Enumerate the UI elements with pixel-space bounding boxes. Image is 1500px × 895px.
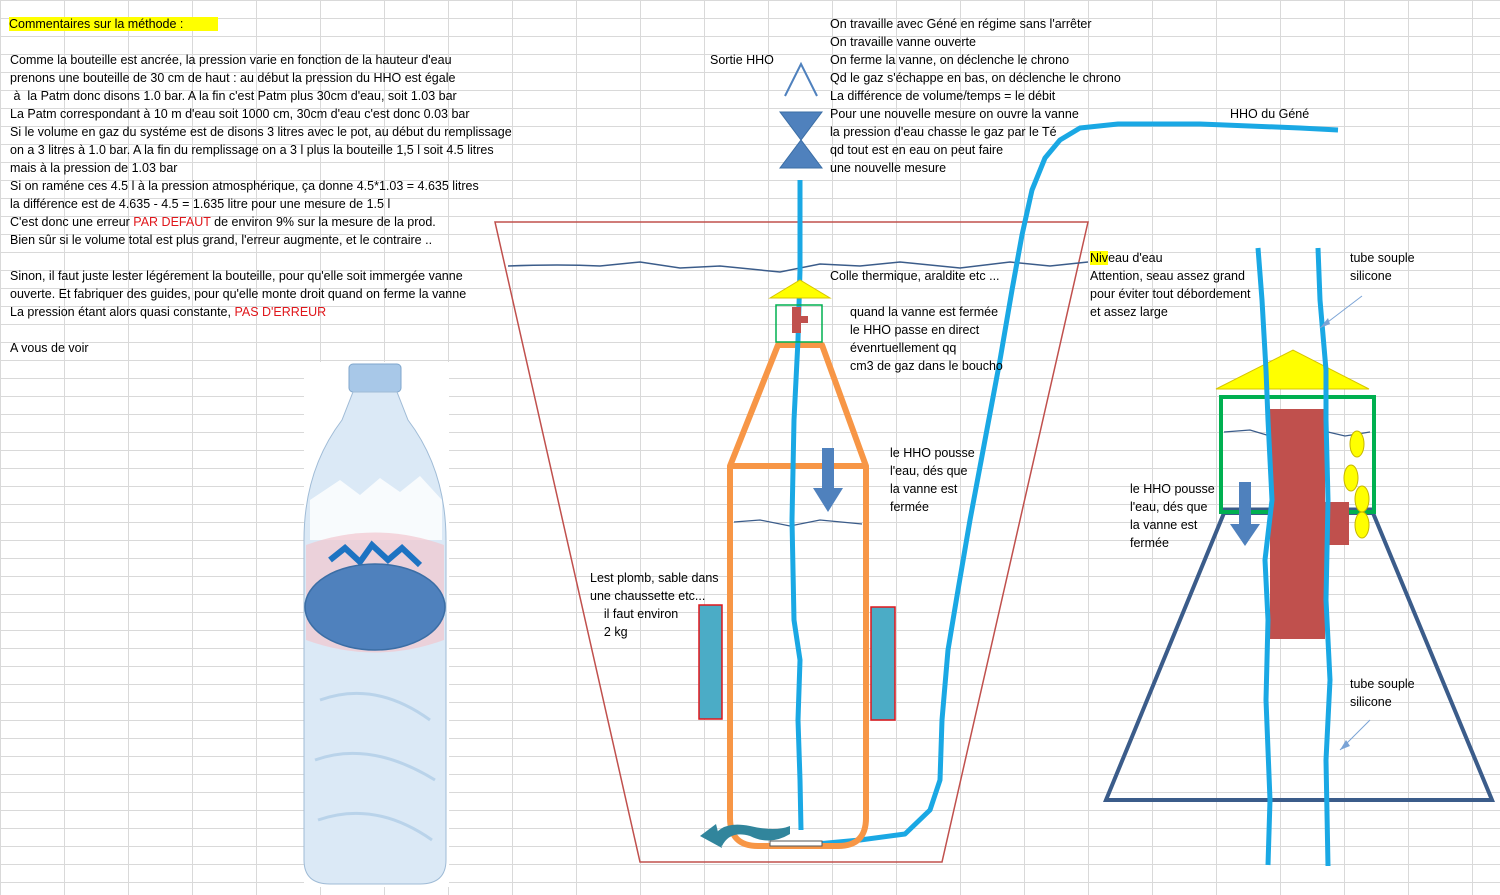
label-lest-3: il faut environ [590, 607, 679, 621]
procedure-line-8: qd tout est en eau on peut faire [830, 143, 1004, 157]
water-bottle-photo [303, 362, 449, 887]
right-tube-left [1255, 247, 1275, 866]
method-a-vous: A vous de voir [10, 341, 89, 355]
label-lest-4: 2 kg [590, 625, 628, 639]
bottle-water-line [733, 519, 863, 527]
method-pression-line: La pression étant alors quasi constante,… [10, 303, 326, 321]
niveau-rest: eau d'eau [1108, 251, 1163, 265]
bottle-label-ellipse [304, 563, 446, 651]
hho-outlet-tube [789, 180, 804, 831]
procedure-line-7: la pression d'eau chasse le gaz par le T… [830, 125, 1057, 139]
label-tube-top-2: silicone [1350, 269, 1392, 283]
label-hho-pousse-4: fermée [890, 500, 929, 514]
label-tube-bottom-2: silicone [1350, 695, 1392, 709]
method-line-8: Si on raméne ces 4.5 l à la pression atm… [10, 179, 479, 193]
procedure-line-5: La différence de volume/temps = le débit [830, 89, 1056, 103]
bottom-plate [769, 840, 823, 847]
cap-triangle [768, 279, 832, 299]
hho-inlet-tube [794, 121, 1339, 849]
tee-box [775, 304, 823, 343]
method-line-3: à la Patm donc disons 1.0 bar. A la fin … [10, 89, 457, 103]
method-line-4: La Patm correspondant à 10 m d'eau soit … [10, 107, 470, 121]
label-tube-top-1: tube souple [1350, 251, 1415, 265]
procedure-line-3: On ferme la vanne, on déclenche le chron… [830, 53, 1070, 67]
down-arrow-left [822, 448, 834, 488]
label-vanne-fermee-1: quand la vanne est fermée [850, 305, 999, 319]
right-tube-right [1315, 247, 1333, 867]
method-line-9: la différence est de 4.635 - 4.5 = 1.635… [10, 197, 391, 211]
procedure-line-1: On travaille avec Géné en régime sans l'… [830, 17, 1092, 31]
lest-weight-left [698, 604, 723, 720]
label-niveau-eau: Niveau d'eau [1090, 249, 1163, 267]
vent-chevron-icon [784, 61, 818, 97]
method-sinon-line-2: ouverte. Et fabriquer des guides, pour q… [10, 287, 467, 301]
error-highlight: PAR DEFAUT [133, 215, 211, 229]
method-line-6: on a 3 litres à 1.0 bar. A la fin du rem… [10, 143, 494, 157]
label-lest-2: une chaussette etc... [590, 589, 706, 603]
niveau-highlight: Niv [1090, 251, 1109, 265]
method-line-5: Si le volume en gaz du systéme est de di… [10, 125, 512, 139]
label-hho-pousse-2: l'eau, dés que [890, 464, 968, 478]
error-prefix: C'est donc une erreur [10, 215, 134, 229]
pression-prefix: La pression étant alors quasi constante, [10, 305, 235, 319]
label-hho-pousse-3: la vanne est [890, 482, 958, 496]
label-hho-pousse-right-3: la vanne est [1130, 518, 1198, 532]
procedure-line-2: On travaille vanne ouverte [830, 35, 976, 49]
method-bien-line: Bien sûr si le volume total est plus gra… [10, 233, 433, 247]
curved-arrow [712, 824, 790, 846]
label-attention-2: pour éviter tout débordement [1090, 287, 1251, 301]
label-hho-pousse-right-4: fermée [1130, 536, 1169, 550]
label-tube-bottom-1: tube souple [1350, 677, 1415, 691]
label-vanne-fermee-2: le HHO passe en direct [850, 323, 980, 337]
label-vanne-fermee-3: évenrtuellement qq [850, 341, 957, 355]
right-water-line [1223, 429, 1371, 437]
method-title: Commentaires sur la méthode : [9, 15, 219, 33]
right-cap-triangle [1215, 349, 1370, 390]
label-hho-pousse-right-1: le HHO pousse [1130, 482, 1215, 496]
label-hho-pousse-right-2: l'eau, dés que [1130, 500, 1208, 514]
label-vanne-fermee-4: cm3 de gaz dans le boucho [850, 359, 1003, 373]
label-lest-1: Lest plomb, sable dans [590, 571, 719, 585]
label-attention-1: Attention, seau assez grand [1090, 269, 1245, 283]
error-suffix: de environ 9% sur la mesure de la prod. [210, 215, 436, 229]
procedure-line-4: Qd le gaz s'échappe en bas, on déclenche… [830, 71, 1121, 85]
valve-icon [779, 111, 823, 141]
label-attention-3: et assez large [1090, 305, 1168, 319]
label-colle: Colle thermique, araldite etc ... [830, 269, 1000, 283]
method-line-2: prenons une bouteille de 30 cm de haut :… [10, 71, 456, 85]
tee-fitting [792, 307, 801, 333]
method-sinon-line-1: Sinon, il faut juste lester légérement l… [10, 269, 463, 283]
lest-weight-right [870, 606, 896, 721]
procedure-line-9: une nouvelle mesure [830, 161, 947, 175]
bucket-outline [494, 221, 1089, 863]
label-sortie-hho: Sortie HHO [710, 53, 774, 67]
method-line-7: mais à la pression de 1.03 bar [10, 161, 178, 175]
down-arrow-right [1239, 482, 1251, 526]
method-title-text: Commentaires sur la méthode : [9, 17, 184, 31]
bubble-1 [1349, 430, 1365, 458]
label-hho-pousse-1: le HHO pousse [890, 446, 975, 460]
method-line-1: Comme la bouteille est ancrée, la pressi… [10, 53, 452, 67]
procedure-line-6: Pour une nouvelle mesure on ouvre la van… [830, 107, 1079, 121]
right-red-column [1270, 409, 1325, 639]
label-hho-du-gene: HHO du Géné [1230, 107, 1310, 121]
method-error-line: C'est donc une erreur PAR DEFAUT de envi… [10, 213, 436, 231]
pression-highlight: PAS D'ERREUR [234, 305, 327, 319]
water-level-line [507, 261, 1089, 273]
